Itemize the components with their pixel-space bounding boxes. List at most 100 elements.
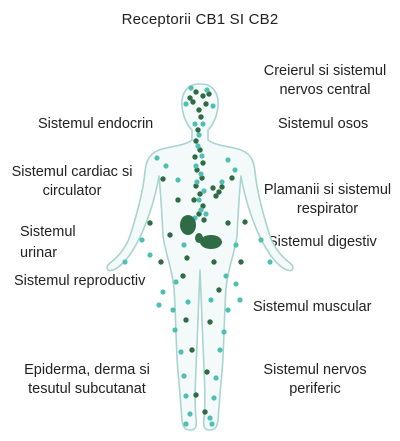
cb2-receptor-dot (193, 163, 199, 169)
cb1-receptor-dot (210, 185, 216, 191)
stomach-blob (200, 235, 222, 249)
cb2-receptor-dot (200, 121, 206, 127)
body-outline (106, 83, 294, 431)
cb2-receptor-dot (258, 237, 264, 243)
cb2-receptor-dot (195, 143, 201, 149)
label-cardio-line2: circulator (42, 183, 102, 199)
cb1-receptor-dot (238, 259, 244, 265)
cb2-receptor-dot (208, 297, 214, 303)
cb1-receptor-dot (198, 114, 204, 120)
cb2-receptor-dot (219, 179, 225, 185)
cb2-receptor-dot (233, 242, 239, 248)
label-cardio: Sistemul cardiac si circulator (2, 163, 142, 201)
label-digestive: Sistemul digestiv (268, 233, 377, 252)
cb1-receptor-dot (192, 154, 198, 160)
cb2-receptor-dot (196, 132, 202, 138)
cb1-receptor-dot (201, 217, 207, 223)
cb2-receptor-dot (175, 177, 181, 183)
cb1-receptor-dot (197, 191, 203, 197)
label-muscular-line1: Sistemul muscular (253, 299, 372, 315)
cb2-receptors (122, 85, 273, 427)
cb1-receptor-dot (160, 176, 166, 182)
label-urinary-line2: urinar (20, 245, 58, 261)
label-brain-line2: nervos central (279, 82, 371, 98)
cb2-receptor-dot (221, 329, 227, 335)
label-brain-line1: Creierul si sistemul (263, 63, 387, 79)
cb1-receptor-dot (191, 197, 197, 203)
cb1-receptor-dot (193, 138, 199, 144)
label-skin-line1: Epiderma, derma si (24, 362, 150, 378)
label-skin: Epiderma, derma si tesutul subcutanat (12, 361, 162, 399)
cb2-receptor-dot (213, 375, 219, 381)
cb1-receptor-dot (187, 95, 193, 101)
cb2-receptor-dot (232, 167, 238, 173)
cb2-receptor-dot (139, 237, 145, 243)
cb2-receptor-dot (122, 259, 128, 265)
label-peripheral-line2: periferic (289, 381, 341, 397)
cb2-receptor-dot (156, 302, 162, 308)
cb1-receptor-dot (216, 189, 222, 195)
cb2-receptor-dot (225, 157, 231, 163)
cb2-receptor-dot (170, 307, 176, 313)
cb2-receptor-dot (154, 155, 160, 161)
cb1-receptor-dot (202, 409, 208, 415)
cb2-receptor-dot (187, 411, 193, 417)
cb2-receptor-dot (210, 103, 216, 109)
cb1-receptor-dot (193, 183, 199, 189)
cb2-receptor-dot (147, 252, 153, 258)
cb1-receptor-dot (183, 317, 189, 323)
cb1-receptor-dot (200, 160, 206, 166)
label-lungs-line1: Plamanii si sistemul (263, 182, 392, 198)
cb2-receptor-dot (209, 421, 215, 427)
cb2-receptor-dot (178, 349, 184, 355)
liver-blob (180, 215, 196, 235)
cb1-receptor-dot (195, 127, 201, 133)
cb2-receptor-dot (211, 395, 217, 401)
cb2-receptor-dot (183, 421, 189, 427)
cb2-receptor-dot (172, 327, 178, 333)
cb2-receptor-dot (267, 259, 273, 265)
cb1-receptor-dot (219, 184, 225, 190)
cb2-receptor-dot (194, 179, 200, 185)
cb1-receptors (147, 89, 248, 415)
cb2-receptor-dot (160, 289, 166, 295)
cb1-receptor-dot (203, 101, 209, 107)
cb2-receptor-dot (185, 299, 191, 305)
cb1-receptor-dot (225, 220, 231, 226)
cb1-receptor-dot (184, 255, 190, 261)
cb1-receptor-dot (211, 259, 217, 265)
label-cardio-line1: Sistemul cardiac si (11, 164, 133, 180)
cb2-receptor-dot (181, 242, 187, 248)
label-lungs: Plamanii si sistemul respirator (255, 181, 400, 219)
cb1-receptor-dot (189, 347, 195, 353)
label-bone: Sistemul osos (278, 115, 368, 134)
label-bone-line1: Sistemul osos (278, 116, 369, 132)
cb2-receptor-dot (204, 87, 210, 93)
label-brain: Creierul si sistemul nervos central (255, 62, 395, 100)
cb1-receptor-dot (167, 232, 173, 238)
cb2-receptor-dot (173, 279, 179, 285)
cb1-receptor-dot (147, 220, 153, 226)
cb1-receptor-dot (213, 193, 219, 199)
cb2-receptor-dot (198, 171, 204, 177)
cb1-receptor-dot (180, 273, 186, 279)
cb1-receptor-dot (200, 93, 206, 99)
cb2-receptor-dot (163, 163, 169, 169)
cb2-receptor-dot (183, 101, 189, 107)
label-endocrine-line1: Sistemul endocrin (38, 116, 154, 132)
cb2-receptor-dot (233, 281, 239, 287)
diagram-title: Receptorii CB1 SI CB2 (121, 11, 279, 28)
cb1-receptor-dot (199, 175, 205, 181)
cb2-receptor-dot (207, 415, 213, 421)
cb1-receptor-dot (196, 107, 202, 113)
cb1-receptor-dot (196, 211, 202, 217)
cb1-receptor-dot (190, 99, 196, 105)
cb1-receptor-dot (229, 175, 235, 181)
cb1-receptor-dot (204, 369, 210, 375)
cb1-receptor-dot (216, 287, 222, 293)
label-skin-line2: tesutul subcutanat (28, 381, 146, 397)
label-reproductive-line1: Sistemul reproductiv (14, 273, 146, 289)
label-reproductive: Sistemul reproductiv (14, 272, 145, 291)
label-lungs-line2: respirator (296, 201, 359, 217)
